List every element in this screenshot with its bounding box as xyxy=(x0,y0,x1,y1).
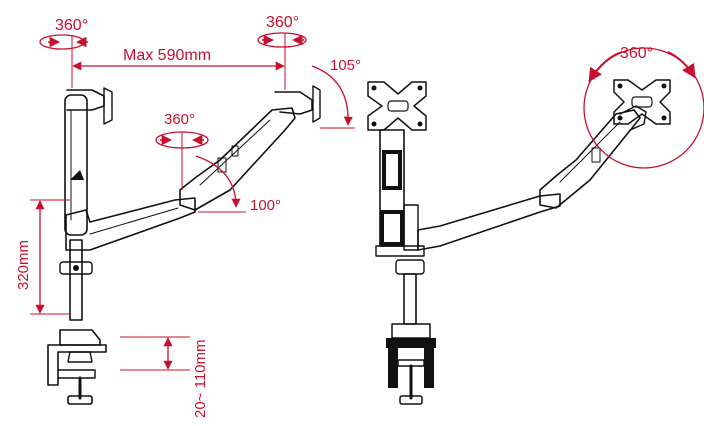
rotation-label-top-left: 360° xyxy=(55,17,88,34)
top-monitor-head xyxy=(66,87,113,125)
support-pole xyxy=(59,94,93,321)
rotation-arrow-icon xyxy=(583,47,704,169)
monitor-mount-plate-icon xyxy=(367,81,427,131)
max-reach-label: Max 590mm xyxy=(123,47,211,64)
monitor-mount-plate-icon-right xyxy=(613,79,671,125)
rotation-label-middle: 360° xyxy=(164,111,195,128)
side-view-annotations: 360° 360° Max 590mm 105° 360° 100° 320mm xyxy=(15,14,361,418)
clamp-range-label: 20~ 110mm xyxy=(192,339,209,418)
tilt-label-top: 105° xyxy=(330,57,361,74)
front-clamp xyxy=(386,323,436,405)
front-view xyxy=(367,79,671,405)
rotation-label-top-right: 360° xyxy=(266,14,299,31)
front-gas-arm xyxy=(539,105,647,209)
lower-arm xyxy=(65,197,196,251)
tilt-label-lower: 100° xyxy=(250,197,281,214)
front-view-annotations: 360° xyxy=(583,45,704,169)
gas-spring-arm xyxy=(179,85,321,211)
height-label: 320mm xyxy=(15,240,32,290)
side-view xyxy=(47,85,321,405)
front-lower-arm xyxy=(417,193,561,251)
panel-rotation-label: 360° xyxy=(620,45,653,62)
desk-clamp xyxy=(47,329,107,405)
front-pole xyxy=(375,129,425,325)
